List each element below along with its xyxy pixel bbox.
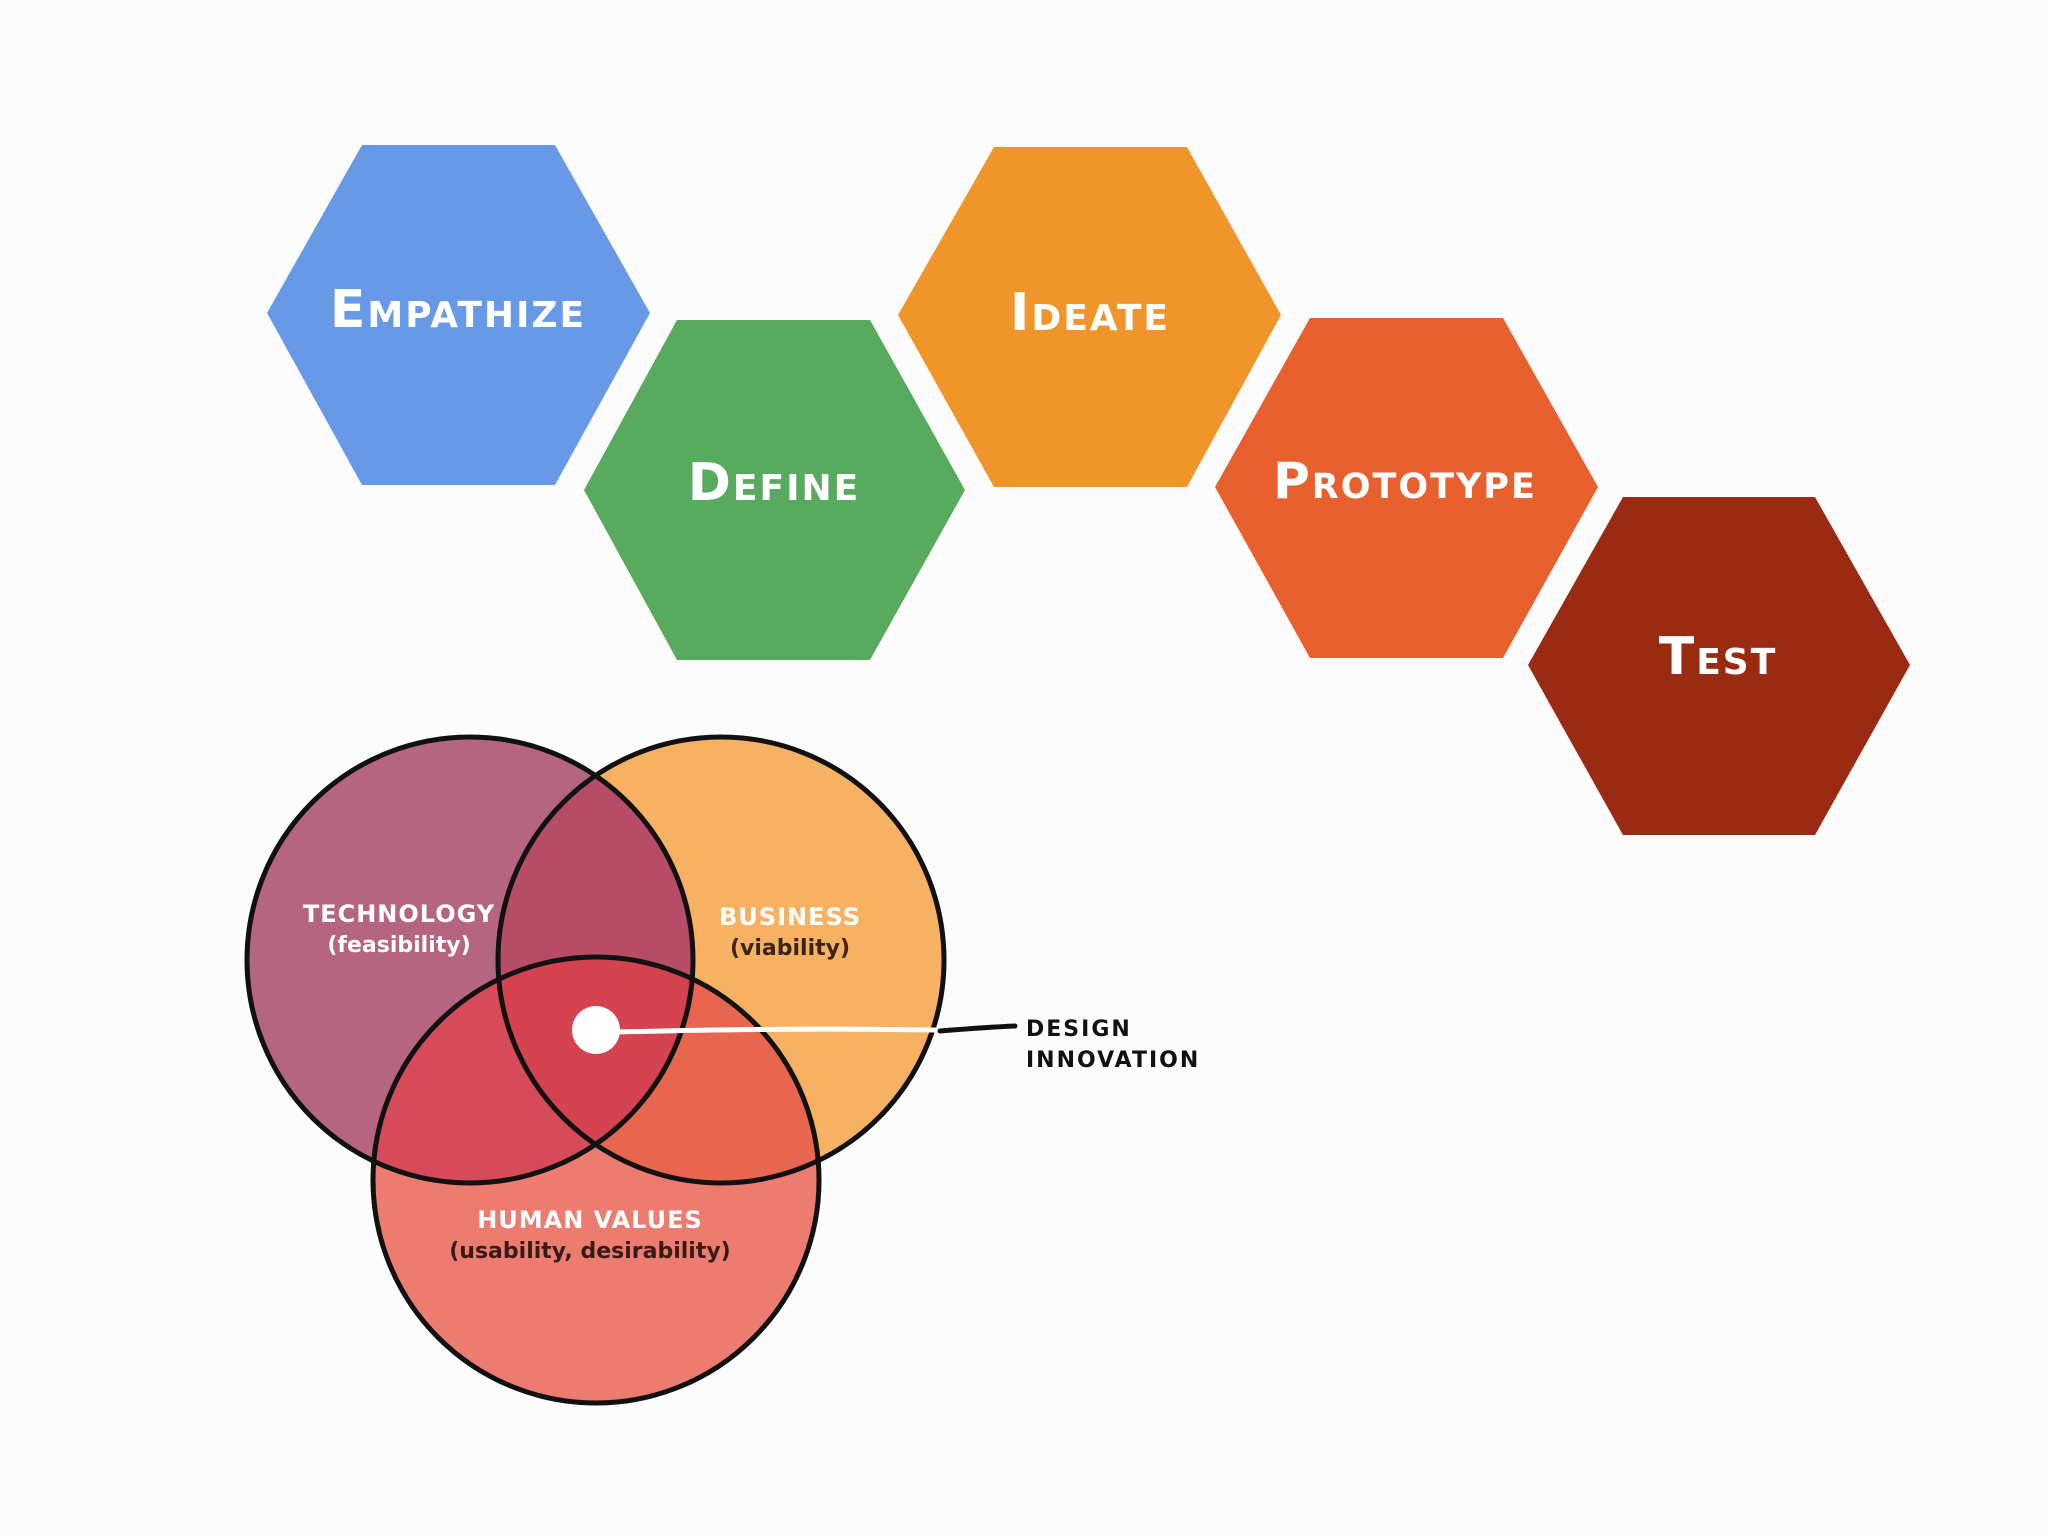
human-values-subtitle: (usability, desirability) — [449, 1239, 730, 1264]
technology-title: TECHNOLOGY — [303, 900, 495, 928]
business-subtitle: (viability) — [730, 936, 850, 961]
venn-diagram: TECHNOLOGY (feasibility) BUSINESS (viabi… — [244, 734, 947, 1406]
test-label: Test — [1659, 627, 1778, 687]
technology-outline — [244, 734, 696, 1186]
technology-subtitle: (feasibility) — [327, 933, 470, 958]
ideate-hexagon — [898, 147, 1281, 487]
design-innovation-dot — [572, 1006, 620, 1054]
prototype-label: Prototype — [1273, 452, 1537, 510]
prototype-hexagon — [1215, 318, 1598, 658]
define-label: Define — [688, 453, 860, 513]
human-values-title: HUMAN VALUES — [477, 1206, 703, 1234]
process-steps: Empathize Define Ideate Prototype Test — [267, 145, 1910, 835]
step-ideate: Ideate — [898, 147, 1281, 487]
human-values-outline — [370, 954, 822, 1406]
step-define: Define — [584, 320, 965, 660]
callout-line1: DESIGN — [1026, 1017, 1132, 1042]
empathize-hexagon — [267, 145, 650, 485]
define-hexagon — [584, 320, 965, 660]
design-innovation-callout: DESIGN INNOVATION — [572, 1006, 1200, 1073]
business-title: BUSINESS — [719, 903, 861, 931]
step-empathize: Empathize — [267, 145, 650, 485]
step-prototype: Prototype — [1215, 318, 1598, 658]
ideate-label: Ideate — [1010, 283, 1170, 343]
business-outline — [495, 734, 947, 1186]
callout-line-outside — [937, 1023, 1018, 1034]
callout-line2: INNOVATION — [1026, 1048, 1200, 1073]
step-test: Test — [1528, 497, 1910, 835]
empathize-label: Empathize — [330, 280, 586, 340]
test-hexagon — [1528, 497, 1910, 835]
